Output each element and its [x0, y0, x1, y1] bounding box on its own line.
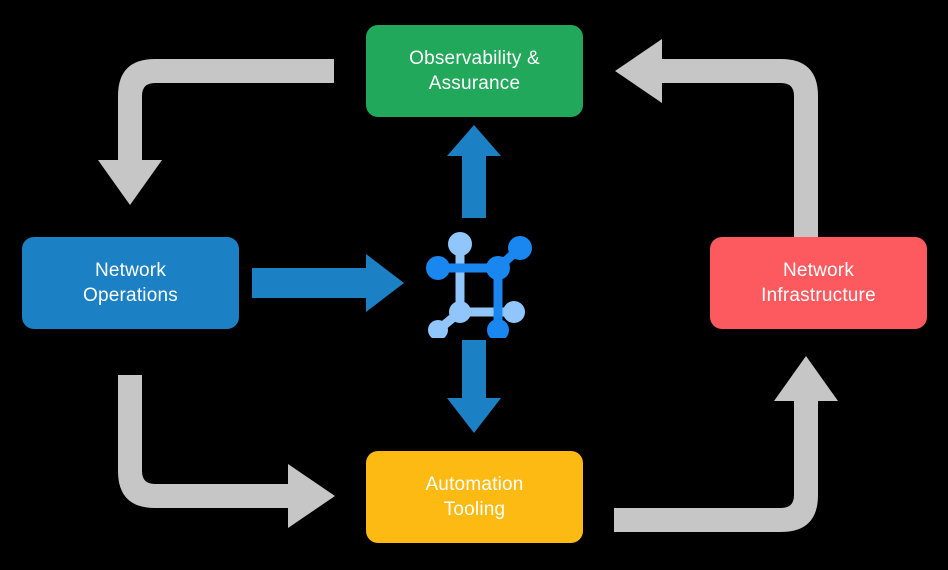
- gray-arrow-automation-to-infrastructure: [614, 356, 838, 532]
- node-network-operations[interactable]: Network Operations: [22, 237, 239, 329]
- node-label-network-operations: Network Operations: [83, 259, 178, 306]
- node-network-infrastructure[interactable]: Network Infrastructure: [710, 237, 927, 329]
- gray-arrow-infrastructure-to-observability: [615, 39, 818, 237]
- node-observability-and-assurance[interactable]: Observability & Assurance: [366, 25, 583, 117]
- blue-arrow-center-to-automation: [447, 340, 501, 433]
- node-label-automation-tooling: Automation Tooling: [425, 473, 524, 520]
- blue-arrow-operations-to-center: [252, 254, 404, 312]
- gray-arrow-operations-to-automation: [118, 375, 335, 528]
- node-automation-tooling[interactable]: Automation Tooling: [366, 451, 583, 543]
- topology-nodes-primary: [426, 236, 532, 338]
- blue-arrow-center-to-observability: [447, 125, 501, 218]
- gray-arrow-observability-to-operations: [98, 59, 334, 205]
- topology-nodes-light: [428, 232, 525, 338]
- node-label-observability: Observability & Assurance: [409, 47, 540, 94]
- node-label-network-infrastructure: Network Infrastructure: [761, 259, 876, 306]
- network-topology-icon: [426, 232, 532, 338]
- topology-links-light: [433, 239, 519, 335]
